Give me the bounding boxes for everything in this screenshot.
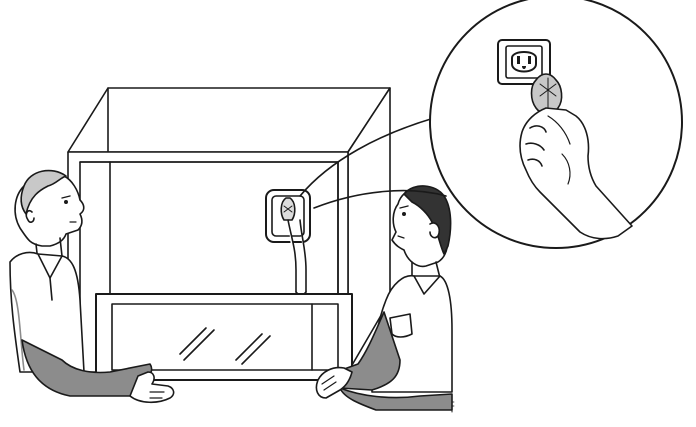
cabinet-top: [68, 88, 390, 152]
wall-outlet-in-cabinet: [266, 190, 310, 242]
detail-zoom-circle: [430, 0, 682, 248]
